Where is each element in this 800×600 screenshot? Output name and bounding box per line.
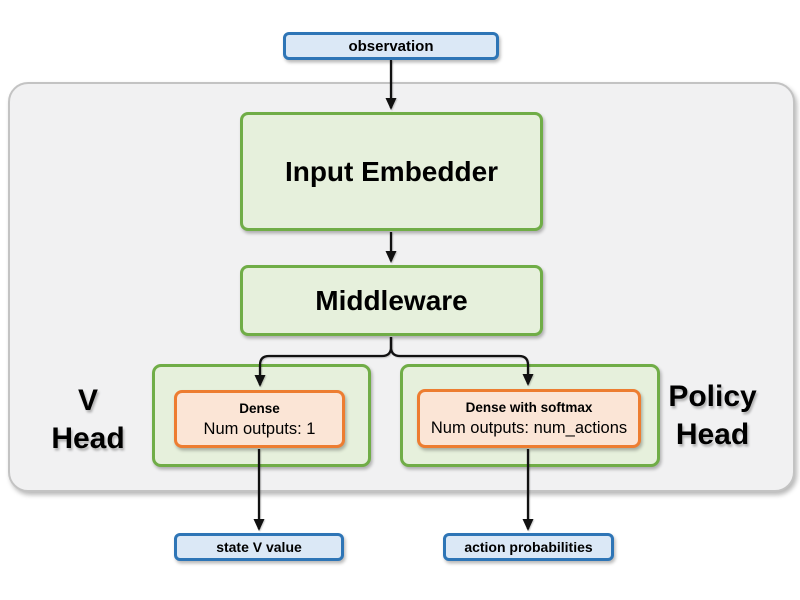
action-probabilities-node: action probabilities [443,533,614,561]
v-dense-title: Dense [239,400,280,416]
v-head-label: V Head [26,382,150,458]
observation-label: observation [348,37,434,55]
middleware-label: Middleware [315,284,468,316]
policy-head-label: Policy Head [640,378,785,454]
policy-head-label-line1: Policy [668,380,757,413]
observation-node: observation [283,32,499,60]
policy-dense-title: Dense with softmax [465,400,593,415]
state-v-value-label: state V value [216,539,302,555]
state-v-value-node: state V value [174,533,344,561]
policy-dense-node: Dense with softmax Num outputs: num_acti… [417,389,641,448]
v-head-label-line1: V [77,384,98,417]
v-dense-subtitle: Num outputs: 1 [203,419,316,438]
v-dense-node: Dense Num outputs: 1 [174,390,345,448]
v-head-label-line2: Head [51,422,125,455]
input-embedder-node: Input Embedder [240,112,543,231]
middleware-node: Middleware [240,265,543,336]
input-embedder-label: Input Embedder [284,155,499,187]
action-probabilities-label: action probabilities [464,539,593,555]
policy-head-label-line2: Head [675,418,750,451]
policy-dense-subtitle: Num outputs: num_actions [430,419,628,437]
